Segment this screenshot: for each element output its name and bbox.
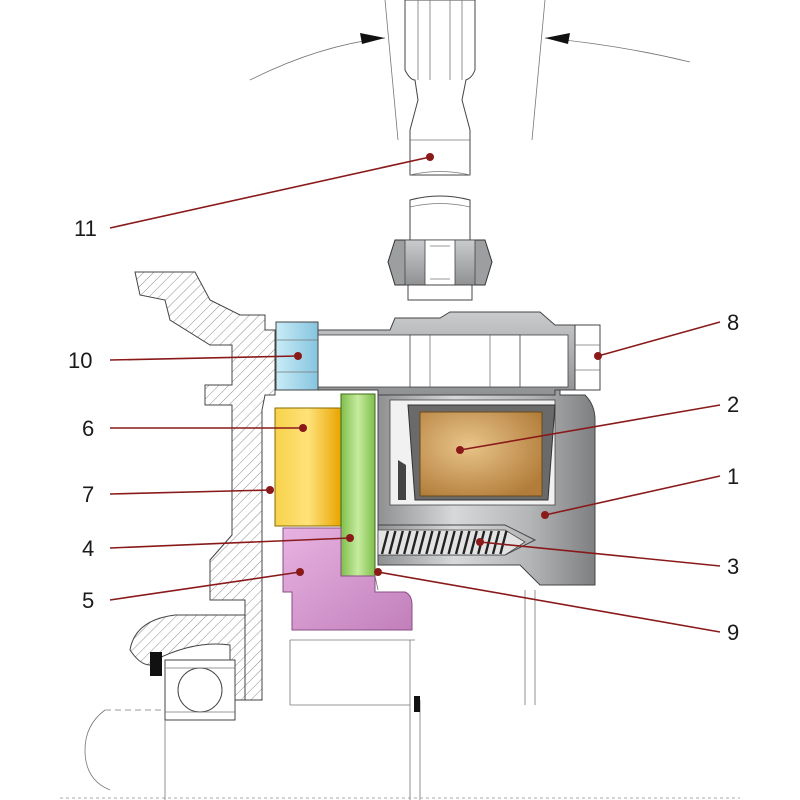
spring-coil (499, 530, 508, 555)
callout-label-7: 7 (82, 482, 94, 507)
lower-housing-lines (290, 575, 415, 641)
spring-coil (469, 530, 478, 555)
spring-coil (440, 530, 449, 555)
callout-label-10: 10 (68, 348, 92, 373)
coil-2 (398, 404, 556, 501)
callout-label-9: 9 (727, 620, 739, 645)
top-cover-plate (274, 311, 601, 396)
callout-label-1: 1 (727, 464, 739, 489)
spring-coil (454, 530, 464, 555)
spring-coil (425, 530, 434, 555)
friction-lining-6 (274, 407, 342, 527)
spring-coil (491, 530, 501, 555)
spindle-top (404, 0, 476, 176)
spring-coil (410, 530, 419, 555)
spring-coil (447, 530, 456, 555)
spring-coil (380, 530, 390, 555)
callout-label-4: 4 (82, 536, 94, 561)
callout-leaders (109, 153, 721, 633)
callout-label-11: 11 (74, 216, 97, 241)
nut (387, 239, 493, 301)
armature-4 (340, 393, 376, 577)
shaft-lower (409, 195, 471, 241)
hub-5 (282, 527, 413, 631)
spring-coil (432, 530, 441, 555)
spring-3 (377, 529, 526, 556)
callout-label-2: 2 (727, 392, 739, 417)
callout-labels: 11 10 6 7 4 5 8 2 1 3 9 (68, 216, 739, 645)
spring-coil (462, 530, 471, 555)
callout-label-5: 5 (82, 588, 94, 613)
bearing (150, 652, 236, 721)
callout-label-3: 3 (727, 554, 739, 579)
lower-shaft-lines (60, 590, 740, 800)
spring-coil (403, 530, 412, 555)
spring-coil (417, 530, 427, 555)
top-rotation-arcs (249, 0, 691, 141)
spring-coil (388, 530, 397, 555)
flange-housing (129, 271, 276, 701)
callout-label-8: 8 (727, 310, 739, 335)
spring-coil (395, 530, 404, 555)
callout-label-6: 6 (82, 416, 94, 441)
